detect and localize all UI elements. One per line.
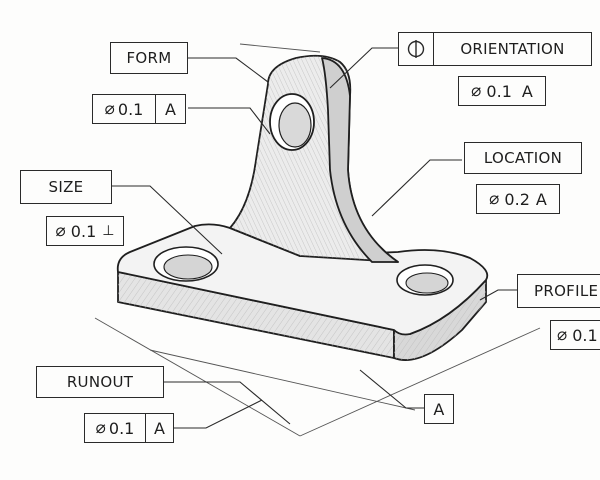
runout-label: RUNOUT [36,366,164,398]
profile-control-frame: ⌀ 0.1 [550,320,600,350]
orientation-label-frame: ORIENTATION [398,32,592,66]
size-control-frame: ⌀ 0.1 ⊥ [46,216,124,246]
location-label: LOCATION [464,142,582,174]
orientation-label: ORIENTATION [433,33,591,65]
form-label: FORM [110,42,188,74]
orientation-tolerance-cell: ⌀ 0.1 A [459,77,545,105]
orientation-datum-ref: A [521,81,533,101]
form-control-frame: ⌀ 0.1 A [92,94,186,124]
diameter-icon: ⌀ [471,81,482,101]
diameter-icon: ⌀ [55,221,66,241]
diameter-icon: ⌀ [95,418,106,438]
upright-lug [229,54,399,263]
orientation-tolerance-value: 0.1 [486,81,512,101]
location-datum-ref: A [535,189,547,209]
runout-datum-ref: A [145,414,173,442]
datum-a-label: A [424,394,454,424]
leader-lines [112,47,517,429]
profile-tolerance-value: 0.1 [572,325,598,345]
runout-tolerance-value: 0.1 [108,418,135,438]
size-tolerance-value: 0.1 [70,221,97,241]
profile-tolerance-cell: ⌀ 0.1 [551,321,600,349]
perpendicular-icon: ⊥ [102,223,115,239]
position-circle-icon [399,33,433,65]
profile-label: PROFILE [517,274,600,308]
size-label: SIZE [20,170,112,204]
size-tolerance-cell: ⌀ 0.1 ⊥ [47,217,123,245]
diameter-icon: ⌀ [489,189,500,209]
location-tolerance-cell: ⌀ 0.2 A [477,185,559,213]
construction-lines [94,43,541,437]
diameter-icon: ⌀ [557,325,568,345]
form-datum-ref: A [155,95,185,123]
form-tolerance-cell: ⌀ 0.1 [93,95,155,123]
form-tolerance-value: 0.1 [117,99,144,119]
base-holes [153,246,454,296]
runout-control-frame: ⌀ 0.1 A [84,413,174,443]
location-tolerance-value: 0.2 [504,189,530,209]
runout-tolerance-cell: ⌀ 0.1 [85,414,145,442]
position-circle-icon-svg [407,40,425,58]
orientation-control-frame: ⌀ 0.1 A [458,76,546,106]
diameter-icon: ⌀ [104,99,115,119]
location-control-frame: ⌀ 0.2 A [476,184,560,214]
